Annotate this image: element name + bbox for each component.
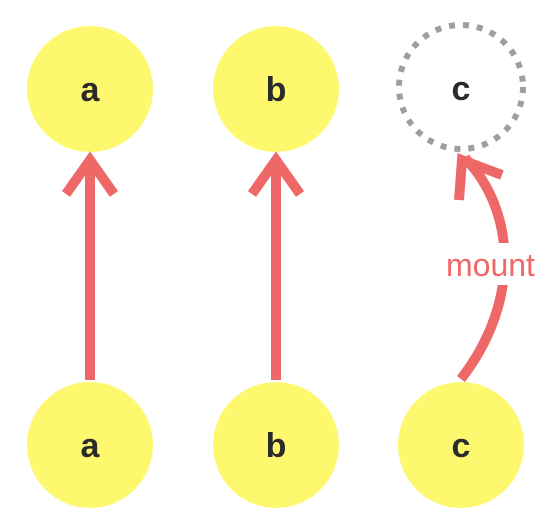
top-node-c-label: c — [452, 70, 471, 108]
top-node-c-placeholder: c — [396, 22, 526, 152]
bottom-node-b-label: b — [266, 427, 287, 465]
top-node-b-circle — [213, 26, 339, 152]
arrow-a-bottom-to-top — [61, 151, 119, 380]
bottom-node-c-circle — [398, 382, 524, 508]
bottom-node-c-label: c — [452, 427, 471, 465]
arrow-c-mount: mount — [446, 152, 557, 383]
mount-label: mount — [446, 247, 535, 283]
bottom-node-a-circle — [27, 382, 153, 508]
arrow-b-bottom-to-top — [247, 151, 305, 380]
arrow-c-head — [454, 152, 504, 201]
top-node-a-label: a — [81, 71, 101, 109]
top-node-a-circle — [27, 26, 153, 152]
mount-label-backdrop — [447, 243, 557, 285]
bottom-node-b-circle — [213, 382, 339, 508]
bottom-node-a: a — [27, 382, 153, 508]
top-node-a: a — [27, 26, 153, 152]
top-node-c-dashed-circle — [396, 22, 526, 152]
bottom-node-b: b — [213, 382, 339, 508]
bottom-node-c: c — [398, 382, 524, 508]
arrow-b-head — [247, 151, 305, 197]
top-node-b: b — [213, 26, 339, 152]
arrow-a-head — [61, 151, 119, 197]
bottom-node-a-label: a — [81, 427, 101, 465]
top-node-b-label: b — [266, 71, 287, 109]
